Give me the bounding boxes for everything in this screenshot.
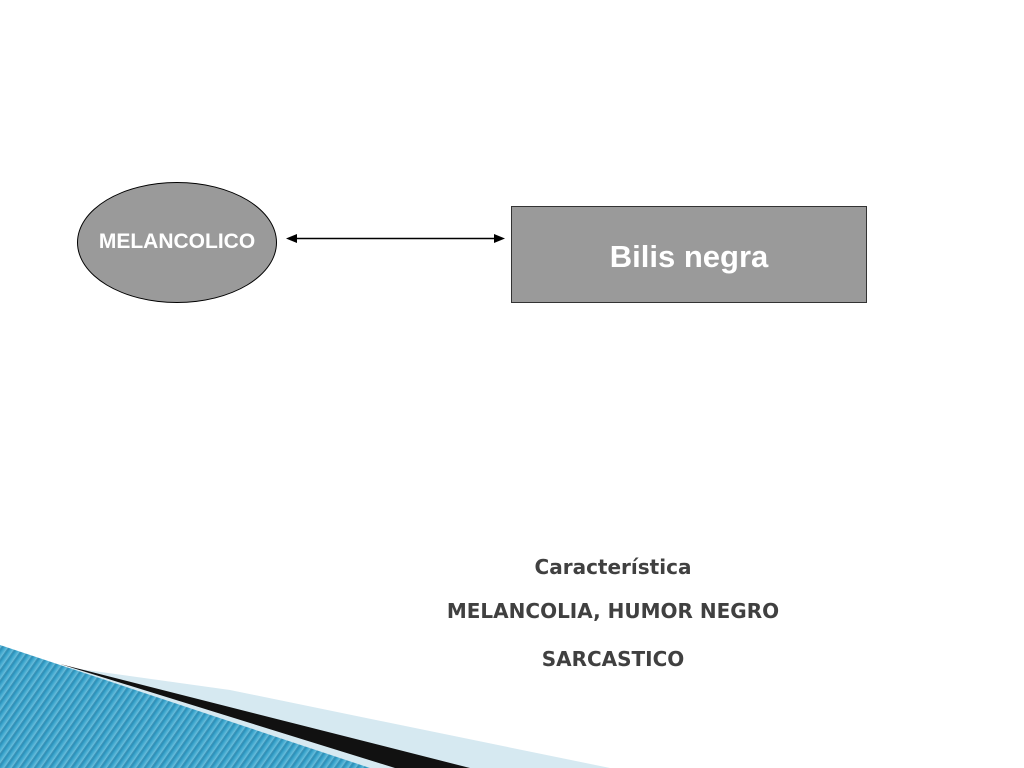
- ellipse-label: MELANCOLICO: [98, 230, 256, 253]
- melancolico-ellipse: MELANCOLICO: [77, 182, 277, 303]
- decor-blue-band: [0, 645, 370, 768]
- caption-line-3: SARCASTICO: [541, 647, 685, 671]
- arrowhead-left: [286, 234, 297, 243]
- decor-black-sliver: [60, 664, 470, 768]
- arrowhead-right: [494, 234, 505, 243]
- caption-line-2: MELANCOLIA, HUMOR NEGRO: [446, 599, 780, 623]
- bilis-negra-box: Bilis negra: [511, 206, 867, 303]
- box-label: Bilis negra: [609, 238, 769, 274]
- caption-heading: Característica: [534, 555, 692, 579]
- decor-light-band: [0, 658, 610, 768]
